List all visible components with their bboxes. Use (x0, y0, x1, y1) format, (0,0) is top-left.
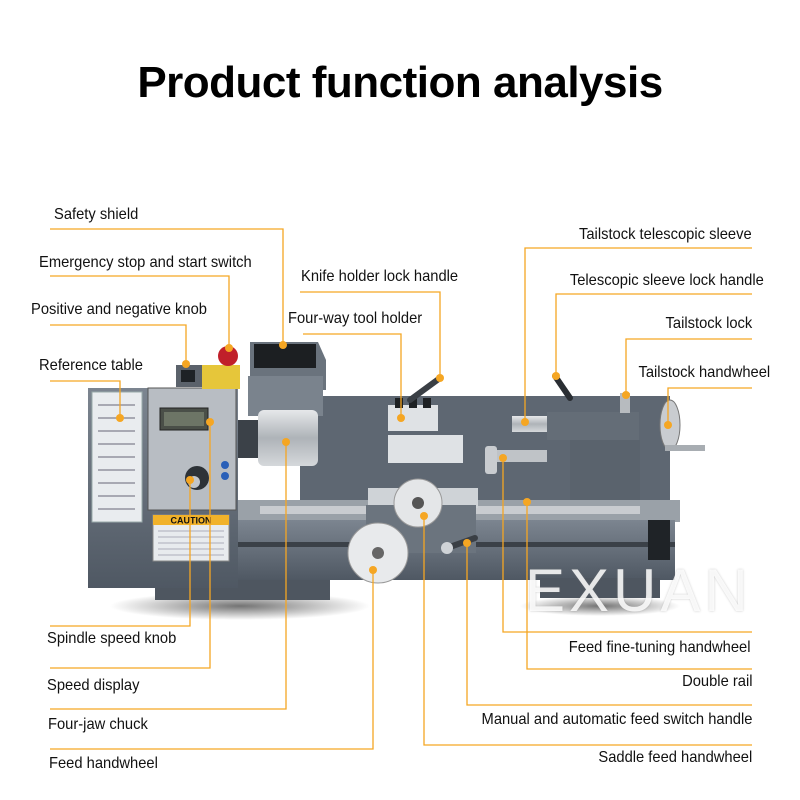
label-speed-display: Speed display (47, 677, 140, 694)
leader-knife-holder (300, 291, 441, 378)
caution-text: CAUTION (171, 516, 212, 526)
leader-tool-holder (303, 333, 402, 418)
base-foot-right (540, 578, 660, 598)
label-double-rail: Double rail (681, 673, 752, 690)
label-emergency-stop: Emergency stop and start switch (39, 254, 252, 271)
label-four-way-tool-holder: Four-way tool holder (288, 310, 423, 327)
dot-feed-handwheel (369, 566, 377, 574)
tailstock-sleeve-bar (512, 416, 547, 432)
dot-tool-holder (397, 414, 405, 422)
label-saddle-feed-handwheel: Saddle feed handwheel (598, 749, 752, 766)
leader-double-rail (526, 502, 752, 670)
switch-box (202, 365, 240, 389)
tool-post (388, 405, 438, 431)
page-title: Product function analysis (137, 58, 663, 107)
dot-emergency-stop (225, 344, 233, 352)
label-reference-table: Reference table (39, 357, 143, 374)
emergency-stop-button (218, 346, 238, 366)
dot-speed-display (206, 418, 214, 426)
dot-feed-switch (463, 539, 471, 547)
leader-spindle-knob (50, 480, 191, 627)
dot-fine-tuning (499, 454, 507, 462)
lock-handle (407, 375, 443, 403)
leader-four-jaw-chuck (50, 442, 287, 710)
leader-reference-table (50, 380, 121, 418)
dot-double-rail (523, 498, 531, 506)
leader-safety-shield (50, 228, 284, 345)
tailstock-lock-post (620, 393, 630, 413)
dot-four-jaw-chuck (282, 438, 290, 446)
watermark: EXUAN (525, 557, 752, 624)
dot-spindle-knob (186, 476, 194, 484)
dot-pos-neg-knob (182, 360, 190, 368)
leader-feed-handwheel (50, 570, 374, 750)
label-tailstock-lock: Tailstock lock (665, 315, 752, 332)
end-bracket (648, 520, 670, 560)
leader-speed-display (50, 422, 211, 669)
leader-feed-switch (466, 543, 752, 706)
fine-tuning-wheel (485, 446, 497, 474)
dot-tailstock-handwheel (664, 421, 672, 429)
label-feed-fine-tuning: Feed fine-tuning handwheel (568, 639, 750, 656)
leader-emergency-stop (50, 275, 230, 348)
dot-saddle-feed (420, 512, 428, 520)
label-spindle-speed-knob: Spindle speed knob (47, 630, 177, 647)
leader-tailstock-handwheel (667, 387, 752, 425)
chuck (258, 410, 318, 466)
leader-tailstock-lock (625, 338, 752, 395)
dot-reference-table (116, 414, 124, 422)
leader-tailstock-sleeve (524, 247, 752, 422)
label-safety-shield: Safety shield (54, 206, 139, 223)
leader-fine-tuning (502, 458, 752, 633)
label-feed-switch-handle: Manual and automatic feed switch handle (481, 711, 752, 728)
dot-safety-shield (279, 341, 287, 349)
dot-knife-holder (436, 374, 444, 382)
leader-saddle-feed (423, 516, 752, 746)
cross-slide (388, 435, 463, 463)
dot-tailstock-lock (622, 391, 630, 399)
label-tailstock-sleeve: Tailstock telescopic sleeve (579, 226, 752, 243)
label-feed-handwheel: Feed handwheel (49, 755, 158, 772)
dot-sleeve-lock (552, 372, 560, 380)
leader-pos-neg-knob (50, 324, 187, 364)
label-knife-holder-lock: Knife holder lock handle (301, 268, 459, 285)
floor-shadow-right (520, 596, 680, 616)
label-pos-neg-knob: Positive and negative knob (31, 301, 207, 318)
leader-sleeve-lock (555, 293, 752, 376)
tailstock-body (547, 412, 639, 440)
label-four-jaw-chuck: Four-jaw chuck (48, 716, 148, 733)
dot-tailstock-sleeve (521, 418, 529, 426)
label-sleeve-lock-handle: Telescopic sleeve lock handle (570, 272, 764, 289)
label-tailstock-handwheel: Tailstock handwheel (638, 364, 770, 381)
